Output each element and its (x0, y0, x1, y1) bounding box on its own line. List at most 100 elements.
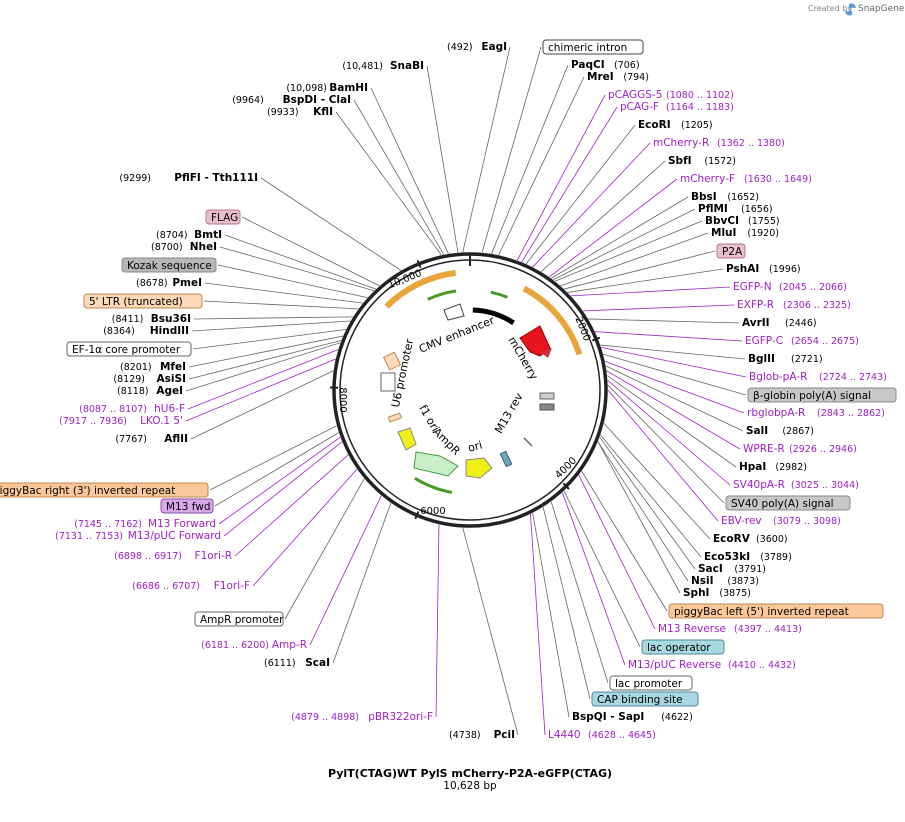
label-lac-promoter[interactable]: lac promoter (609, 675, 693, 691)
label-scai[interactable]: ScaI(6111) (264, 657, 330, 669)
label-sv40pa-r[interactable]: SV40pA-R(3025 .. 3044) (733, 479, 859, 491)
plasmid-name: PylT(CTAG)WT PylS mCherry-P2A-eGFP(CTAG) (328, 767, 612, 780)
label-saci[interactable]: SacI(3791) (698, 563, 766, 575)
label-aflii[interactable]: AflII(7767) (115, 433, 188, 445)
label-sphi[interactable]: SphI(3875) (683, 587, 751, 599)
label-mcherry-r[interactable]: mCherry-R(1362 .. 1380) (653, 137, 785, 149)
label-piggybac-right-3-inverted-repeat[interactable]: piggyBac right (3') inverted repeat (0, 482, 209, 498)
label-nsii[interactable]: NsiI(3873) (691, 575, 759, 587)
label-sv40-poly-a-signal[interactable]: SV40 poly(A) signal (725, 495, 851, 511)
label-sali[interactable]: SalI(2867) (746, 425, 814, 437)
tick-mark (592, 336, 601, 342)
label-hpai[interactable]: HpaI(2982) (739, 461, 807, 473)
leader-line (581, 470, 668, 612)
label-bsu36i[interactable]: Bsu36I(8411) (112, 313, 191, 325)
label-mcherry-f[interactable]: mCherry-F(1630 .. 1649) (680, 173, 812, 185)
leader-line (217, 264, 368, 299)
label-asisi[interactable]: AsiSI(8129) (113, 373, 186, 385)
label-exfp-r[interactable]: EXFP-R(2306 .. 2325) (737, 299, 851, 311)
label-p2a[interactable]: P2A (716, 243, 746, 259)
label-position: (6686 .. 6707) (132, 581, 200, 592)
label-lac-operator[interactable]: lac operator (641, 639, 725, 655)
label-sbfi[interactable]: SbfI(1572) (668, 155, 736, 167)
label-mrei[interactable]: MreI(794) (587, 71, 649, 83)
feature-box (668, 603, 884, 619)
label-hu6-f[interactable]: hU6-F(8087 .. 8107) (79, 403, 185, 415)
label-kozak-sequence[interactable]: Kozak sequence (121, 257, 217, 273)
label-ebv-rev[interactable]: EBV-rev(3079 .. 3098) (721, 515, 841, 527)
label-ecorv[interactable]: EcoRV(3600) (713, 533, 788, 545)
label-eagi[interactable]: EagI(492) (447, 41, 507, 53)
label-pflfi-tth111i[interactable]: PflFI - Tth111I(9299) (119, 172, 258, 184)
label-position: (8364) (103, 326, 135, 337)
ltr-box (382, 351, 402, 371)
label-bspqi-sapi[interactable]: BspQI - SapI(4622) (572, 711, 693, 723)
label-nhei[interactable]: NheI(8700) (151, 241, 217, 253)
label-5-ltr-truncated[interactable]: 5' LTR (truncated) (83, 293, 203, 309)
label-position: (1652) (727, 192, 759, 203)
leader-line (530, 514, 546, 736)
label-name: KflI (313, 106, 333, 118)
label-name: HindIII (150, 325, 189, 337)
label-agei[interactable]: AgeI(8118) (117, 385, 183, 397)
label-bbvci[interactable]: BbvCI(1755) (705, 215, 780, 227)
label-pbr322ori-f[interactable]: pBR322ori-F(4879 .. 4898) (291, 711, 433, 723)
label-m13-puc-reverse[interactable]: M13/pUC Reverse(4410 .. 4432) (628, 659, 796, 671)
label-rbglobpa-r[interactable]: rbglobpA-R(2843 .. 2862) (747, 407, 885, 419)
label-hindiii[interactable]: HindIII (8364) (103, 325, 189, 337)
label-paqci[interactable]: PaqCI(706) (571, 59, 640, 71)
label-f1ori-r[interactable]: F1ori-R(6898 .. 6917) (114, 550, 232, 562)
leader-line (560, 232, 709, 287)
label-bglii[interactable]: BglII(2721) (748, 353, 823, 365)
label-position: (10,481) (342, 61, 383, 72)
leader-line (570, 286, 731, 297)
label-piggybac-left-5-inverted-repeat[interactable]: piggyBac left (5') inverted repeat (668, 603, 884, 619)
label-eco53ki[interactable]: Eco53kI(3789) (704, 551, 792, 563)
feature-box (542, 39, 644, 55)
label-m13-puc-forward[interactable]: M13/pUC Forward(7131 .. 7153) (55, 530, 221, 542)
label-position: (4628 .. 4645) (588, 730, 656, 741)
leader-line (191, 320, 351, 332)
label-chimeric-intron[interactable]: chimeric intron (542, 39, 644, 55)
label-m13-forward[interactable]: M13 Forward(7145 .. 7162) (74, 518, 216, 530)
label-wpre-r[interactable]: WPRE-R(2926 .. 2946) (743, 443, 857, 455)
label-position: (1362 .. 1380) (717, 138, 785, 149)
label-f1ori-f[interactable]: F1ori-F(6686 .. 6707) (132, 580, 250, 592)
label-pcag-f[interactable]: pCAG-F(1164 .. 1183) (620, 101, 734, 113)
label-egfp-c[interactable]: EGFP-C(2654 .. 2675) (745, 335, 859, 347)
label-cap-binding-site[interactable]: CAP binding site (591, 691, 699, 707)
label-avrii[interactable]: AvrII(2446) (742, 317, 817, 329)
label-pcaggs-5[interactable]: pCAGGS-5(1080 .. 1102) (608, 89, 734, 101)
label-kfli[interactable]: KflI(9933) (267, 106, 333, 118)
label-m13-fwd[interactable]: M13 fwd (160, 498, 214, 514)
label-bglob-pa-r[interactable]: Bglob-pA-R(2724 .. 2743) (749, 371, 887, 383)
label-l4440[interactable]: L4440(4628 .. 4645) (548, 729, 656, 741)
label-pshai[interactable]: PshAI(1996) (726, 263, 801, 275)
label-bamhi[interactable]: BamHI(10,098) (286, 82, 368, 94)
inner-label-ampr: AmpR (430, 425, 463, 458)
label-ecori[interactable]: EcoRI(1205) (638, 119, 713, 131)
label-position: (3791) (734, 564, 766, 575)
label-pmei[interactable]: PmeI(8678) (136, 277, 202, 289)
label-m13-reverse[interactable]: M13 Reverse(4397 .. 4413) (658, 623, 802, 635)
label-ampr-promoter[interactable]: AmpR promoter (194, 611, 284, 627)
label-position: (2654 .. 2675) (791, 336, 859, 347)
label-pflmi[interactable]: PflMI(1656) (698, 203, 773, 215)
label-mlui[interactable]: MluI(1920) (711, 227, 779, 239)
label-bspdi-clai[interactable]: BspDI - ClaI(9964) (232, 94, 351, 106)
m13rev-line (523, 437, 533, 447)
label-snabi[interactable]: SnaBI(10,481) (342, 60, 424, 72)
label-bmti[interactable]: BmtI(8704) (156, 229, 222, 241)
label-bbsi[interactable]: BbsI(1652) (691, 191, 759, 203)
leader-line (462, 46, 511, 253)
label-ef-1-core-promoter[interactable]: EF-1α core promoter (66, 341, 192, 357)
feature-name: AmpR promoter (200, 614, 284, 626)
label-mfei[interactable]: MfeI(8201) (120, 361, 186, 373)
label-pcii[interactable]: PciI(4738) (449, 729, 515, 741)
label-flag[interactable]: FLAG (205, 209, 241, 225)
label-egfp-n[interactable]: EGFP-N(2045 .. 2066) (733, 281, 847, 293)
label-lko-1-5[interactable]: LKO.1 5'(7917 .. 7936) (59, 415, 183, 427)
label-amp-r[interactable]: Amp-R(6181 .. 6200) (201, 639, 307, 651)
label-globin-poly-a-signal[interactable]: β-globin poly(A) signal (747, 387, 897, 403)
label-name: PmeI (172, 277, 202, 289)
